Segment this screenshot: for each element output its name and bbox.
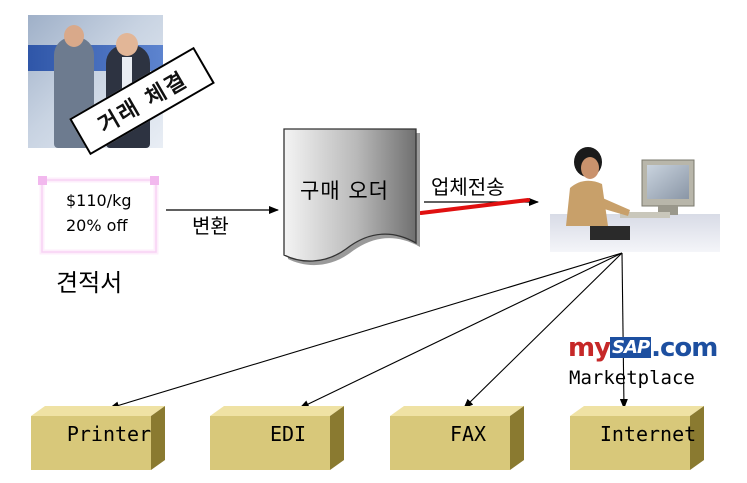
- purchase-order-document: [283, 128, 420, 266]
- person-left-head: [64, 25, 84, 47]
- output-label-printer: Printer: [66, 422, 152, 446]
- office-worker-illustration: [550, 147, 720, 252]
- arrow-to-fax: [463, 252, 623, 409]
- mysap-com: .com: [651, 333, 718, 363]
- quote-discount: 20% off: [66, 216, 128, 235]
- quote-frame: [38, 176, 159, 255]
- mysap-sap: SAP: [610, 337, 652, 358]
- arrow-to-printer: [109, 252, 623, 410]
- person-right-head: [116, 33, 138, 56]
- output-block-printer: Printer: [27, 404, 167, 474]
- output-block-edi: EDI: [206, 404, 346, 474]
- quote-card: $110/kg 20% off: [38, 174, 160, 256]
- output-block-internet: Internet: [566, 404, 706, 474]
- output-label-internet: Internet: [599, 422, 697, 446]
- block-shape: [390, 406, 524, 470]
- quote-price: $110/kg: [66, 191, 132, 210]
- marketplace-label: Marketplace: [569, 367, 695, 389]
- output-label-edi: EDI: [269, 422, 307, 446]
- send-label: 업체전송: [431, 175, 505, 199]
- mysap-my: my: [568, 333, 611, 363]
- purchase-order-label: 구매 오더: [300, 179, 389, 203]
- arrow-to-edi: [299, 252, 623, 409]
- convert-label: 변환: [192, 214, 229, 238]
- output-block-fax: FAX: [386, 404, 526, 474]
- output-label-fax: FAX: [449, 422, 487, 446]
- arrow-to-internet: [619, 252, 628, 409]
- block-shape: [210, 406, 344, 470]
- person-right-shirt: [122, 57, 132, 97]
- block-shape: [570, 406, 704, 470]
- send-underline: [419, 198, 530, 215]
- quote-label: 견적서: [56, 269, 123, 297]
- block-shape: [31, 406, 165, 470]
